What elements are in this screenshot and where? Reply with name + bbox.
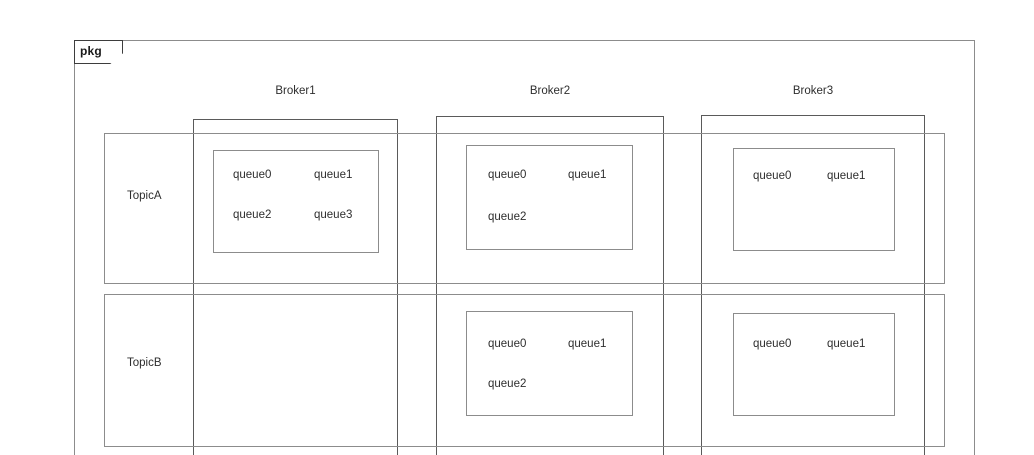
queue-label: queue1 (568, 338, 607, 350)
queue-box-topica-broker2 (466, 145, 633, 250)
broker-column-broker2 (436, 116, 664, 455)
package-frame (74, 40, 975, 455)
queue-box-topica-broker1 (213, 150, 379, 253)
queue-label: queue0 (488, 169, 527, 181)
package-tab (74, 40, 123, 64)
queue-label: queue0 (753, 338, 792, 350)
topic-row-topica (104, 133, 945, 284)
queue-label: queue2 (488, 378, 527, 390)
broker-label-broker2: Broker2 (529, 85, 571, 97)
queue-label: queue1 (827, 338, 866, 350)
queue-label: queue0 (488, 338, 527, 350)
package-tab-label: pkg (80, 44, 102, 58)
queue-label: queue2 (488, 211, 527, 223)
topic-row-topicb (104, 294, 945, 447)
queue-label: queue3 (314, 209, 353, 221)
broker-column-broker1 (193, 119, 398, 455)
queue-label: queue1 (314, 169, 353, 181)
queue-label: queue2 (233, 209, 272, 221)
queue-box-topicb-broker3 (733, 313, 895, 416)
queue-label: queue0 (233, 169, 272, 181)
topic-label-topicb: TopicB (127, 357, 162, 369)
queue-label: queue1 (568, 169, 607, 181)
broker-label-broker3: Broker3 (792, 85, 834, 97)
queue-box-topicb-broker2 (466, 311, 633, 416)
queue-label: queue1 (827, 170, 866, 182)
queue-box-topica-broker3 (733, 148, 895, 251)
queue-label: queue0 (753, 170, 792, 182)
topic-label-topica: TopicA (127, 190, 162, 202)
broker-column-broker3 (701, 115, 925, 455)
broker-label-broker1: Broker1 (275, 85, 316, 97)
